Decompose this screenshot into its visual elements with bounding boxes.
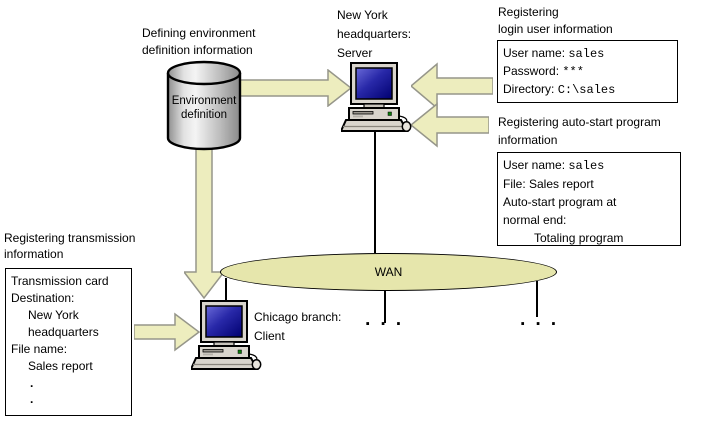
login-directory-line: Directory: C:\sales bbox=[498, 81, 677, 99]
cylinder-label: Environment definition bbox=[168, 94, 240, 122]
cylinder-caption: Defining environment definition informat… bbox=[142, 25, 255, 59]
autostart-program-line2: normal end: bbox=[503, 213, 567, 227]
autostart-callout-title: Registering auto-start program informati… bbox=[498, 113, 661, 149]
client-caption-line2: Client bbox=[254, 329, 285, 343]
transmission-ellipsis-dot-2: . bbox=[30, 392, 34, 406]
wan-label: WAN bbox=[374, 265, 403, 279]
transmission-destination-line: Destination: bbox=[11, 291, 75, 305]
server-to-wan-line bbox=[374, 131, 376, 253]
cylinder-caption-line2: definition information bbox=[142, 43, 253, 57]
autostart-program-line1: Auto-start program at bbox=[503, 195, 617, 209]
login-title-line2: login user information bbox=[498, 22, 613, 36]
login-title-line1: Registering bbox=[498, 5, 559, 19]
autostart-file-line: File: Sales report bbox=[503, 177, 594, 191]
login-username-line: User name: sales bbox=[498, 45, 677, 63]
autostart-username-line: User name: sales bbox=[498, 156, 680, 175]
wan-ellipsis-1: ... bbox=[362, 309, 409, 331]
login-callout-title: Registering login user information bbox=[498, 4, 613, 38]
client-computer-icon bbox=[191, 300, 262, 371]
login-password-value: *** bbox=[562, 65, 584, 79]
transmission-card-line: Transmission card bbox=[11, 274, 109, 288]
transmission-info-box: Transmission card Destination: New York … bbox=[5, 268, 132, 416]
cylinder-caption-line1: Defining environment bbox=[142, 26, 256, 40]
cylinder-label-line2: definition bbox=[180, 109, 228, 121]
arrow-cylinder-to-client bbox=[184, 147, 225, 299]
wan-drop-line-2 bbox=[536, 281, 538, 317]
autostart-username-label: User name: bbox=[503, 158, 569, 172]
autostart-totaling-line: Totaling program bbox=[534, 231, 624, 245]
autostart-title-line2: information bbox=[498, 133, 558, 147]
transmission-callout-title: Registering transmission information bbox=[4, 230, 135, 262]
server-caption-line3: Server bbox=[337, 46, 373, 60]
server-caption: New York headquarters: Server bbox=[337, 6, 411, 63]
login-password-line: Password: *** bbox=[498, 63, 677, 81]
cylinder-label-line1: Environment bbox=[171, 95, 237, 107]
login-username-value: sales bbox=[568, 47, 605, 61]
transmission-title-line2: information bbox=[4, 247, 64, 261]
transmission-ellipsis-dot-1: . bbox=[30, 376, 34, 390]
arrow-transmission-to-client bbox=[134, 312, 200, 352]
wan-drop-line-1 bbox=[384, 290, 386, 323]
arrow-cylinder-to-server bbox=[239, 69, 352, 107]
login-info-box: User name: sales Password: *** Directory… bbox=[497, 40, 678, 103]
server-computer-icon bbox=[341, 62, 412, 133]
login-directory-label: Directory: bbox=[503, 82, 558, 96]
transmission-filename-line: File name: bbox=[11, 342, 68, 356]
client-caption: Chicago branch: Client bbox=[254, 308, 341, 346]
wan-ellipsis-2: ... bbox=[517, 309, 564, 331]
login-directory-value: C:\sales bbox=[557, 83, 616, 97]
client-caption-line1: Chicago branch: bbox=[254, 310, 342, 324]
autostart-title-line1: Registering auto-start program bbox=[498, 115, 661, 129]
login-username-label: User name: bbox=[503, 46, 569, 60]
env-definition-cylinder bbox=[166, 60, 242, 151]
transmission-title-line1: Registering transmission bbox=[4, 231, 136, 245]
arrow-autostart-to-server bbox=[411, 102, 489, 148]
wan-to-client-line bbox=[225, 278, 227, 303]
login-password-label: Password: bbox=[503, 64, 563, 78]
transmission-filename-value: Sales report bbox=[28, 359, 93, 373]
transmission-destination-value1: New York bbox=[28, 308, 79, 322]
transmission-destination-value2: headquarters bbox=[28, 325, 99, 339]
autostart-username-value: sales bbox=[568, 159, 605, 173]
server-caption-line2: headquarters: bbox=[337, 27, 412, 41]
wan-ellipse: WAN bbox=[220, 253, 557, 291]
autostart-info-box: User name: sales File: Sales report Auto… bbox=[497, 152, 681, 246]
server-caption-line1: New York bbox=[337, 8, 388, 22]
